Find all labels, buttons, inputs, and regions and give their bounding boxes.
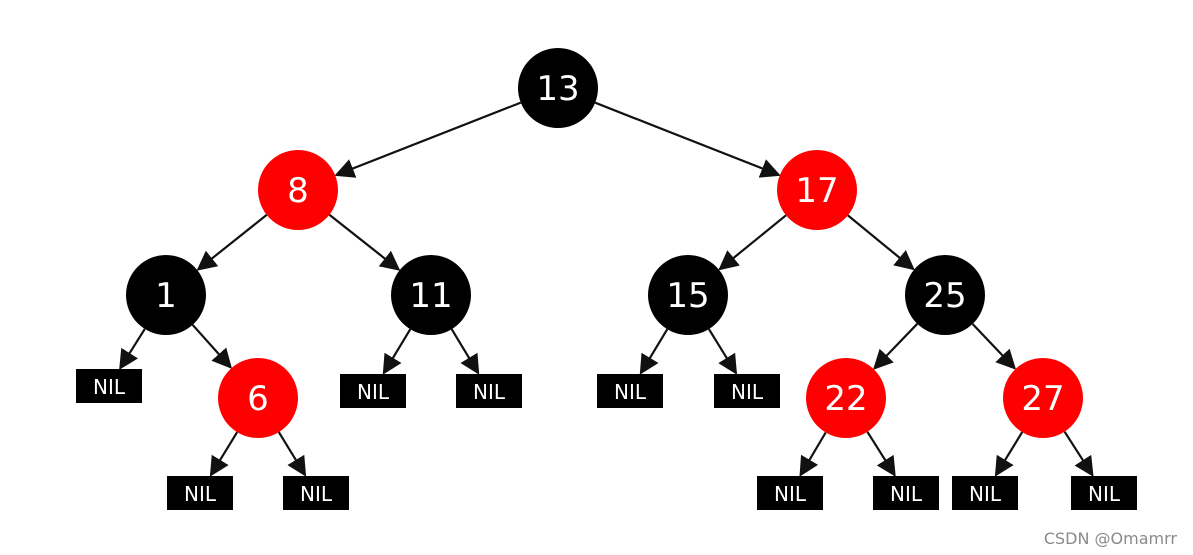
tree-node-11: 11 [391, 255, 471, 335]
node-label: 25 [923, 276, 966, 316]
red-node-circle [806, 358, 886, 438]
edge-n27-to-nil-27-left [994, 431, 1024, 477]
nil-label: NIL [300, 482, 333, 506]
csdn-watermark: CSDN @Omamrr [1043, 529, 1177, 548]
node-label: 11 [409, 276, 452, 316]
edge-n6-to-nil-6-left [209, 431, 239, 477]
nil-label: NIL [357, 380, 390, 404]
black-node-circle [648, 255, 728, 335]
nil-leaf: NIL [952, 476, 1018, 510]
nil-box [76, 369, 142, 403]
node-label: 8 [287, 171, 309, 211]
edge-n13-to-n17 [594, 101, 781, 178]
nil-box [1071, 476, 1137, 510]
edge-n11-to-nil-11-right [450, 328, 480, 375]
nil-leaf: NIL [1071, 476, 1137, 510]
nil-box [873, 476, 939, 510]
nil-label: NIL [890, 482, 923, 506]
nil-leaf: NIL [757, 476, 823, 510]
nil-box [952, 476, 1018, 510]
nil-leaf: NIL [76, 369, 142, 403]
tree-node-27: 27 [1003, 358, 1083, 438]
node-label: 22 [824, 379, 867, 419]
node-label: 15 [666, 276, 709, 316]
edge-n11-to-nil-11-left [382, 328, 412, 375]
tree-node-25: 25 [905, 255, 985, 335]
edge-n22-to-nil-22-left [799, 431, 827, 477]
nil-label: NIL [614, 380, 647, 404]
edge-n13-to-n8 [334, 101, 522, 178]
nil-label: NIL [969, 482, 1002, 506]
nil-leaf: NIL [340, 374, 406, 408]
tree-node-8: 8 [258, 150, 338, 230]
nil-label: NIL [473, 380, 506, 404]
nil-leaf: NIL [456, 374, 522, 408]
tree-node-1: 1 [126, 255, 206, 335]
edge-n8-to-n1 [196, 214, 268, 271]
nil-leaf: NIL [714, 374, 780, 408]
nil-label: NIL [184, 482, 217, 506]
edge-n15-to-nil-15-left [639, 328, 669, 375]
red-node-circle [258, 150, 338, 230]
edge-n8-to-n11 [328, 213, 401, 271]
tree-node-13: 13 [518, 48, 598, 128]
nil-label: NIL [1088, 482, 1121, 506]
edge-n15-to-nil-15-right [707, 328, 738, 375]
nil-label: NIL [93, 375, 126, 399]
edge-n1-to-nil-1-left [119, 328, 146, 370]
nil-box [456, 374, 522, 408]
black-node-circle [391, 255, 471, 335]
edge-n17-to-n15 [718, 214, 787, 271]
edge-n1-to-n6 [191, 324, 233, 369]
nil-box [714, 374, 780, 408]
nil-box [597, 374, 663, 408]
node-label: 6 [247, 379, 269, 419]
nil-box [757, 476, 823, 510]
nil-leaves-layer: NIL NIL NIL NIL NIL NIL NIL NIL NIL NIL NIL [76, 369, 1137, 510]
edge-n27-to-nil-27-right [1063, 431, 1094, 477]
edge-n25-to-n22 [873, 323, 919, 370]
node-label: 27 [1021, 379, 1064, 419]
black-node-circle [126, 255, 206, 335]
node-label: 13 [536, 69, 579, 109]
edge-n22-to-nil-22-right [866, 431, 896, 477]
nil-leaf: NIL [167, 476, 233, 510]
nil-leaf: NIL [597, 374, 663, 408]
red-node-circle [218, 358, 298, 438]
nil-box [340, 374, 406, 408]
nil-label: NIL [774, 482, 807, 506]
red-node-circle [777, 150, 857, 230]
edge-n17-to-n25 [847, 214, 915, 271]
nil-leaf: NIL [283, 476, 349, 510]
edge-n25-to-n27 [971, 323, 1017, 370]
black-node-circle [518, 48, 598, 128]
red-node-circle [1003, 358, 1083, 438]
nil-label: NIL [731, 380, 764, 404]
node-label: 1 [155, 276, 177, 316]
black-node-circle [905, 255, 985, 335]
tree-node-15: 15 [648, 255, 728, 335]
edge-n6-to-nil-6-right [277, 431, 307, 477]
nil-box [167, 476, 233, 510]
node-label: 17 [795, 171, 838, 211]
nil-leaf: NIL [873, 476, 939, 510]
edges-layer [119, 101, 1094, 477]
tree-node-6: 6 [218, 358, 298, 438]
nil-box [283, 476, 349, 510]
tree-node-22: 22 [806, 358, 886, 438]
tree-node-17: 17 [777, 150, 857, 230]
